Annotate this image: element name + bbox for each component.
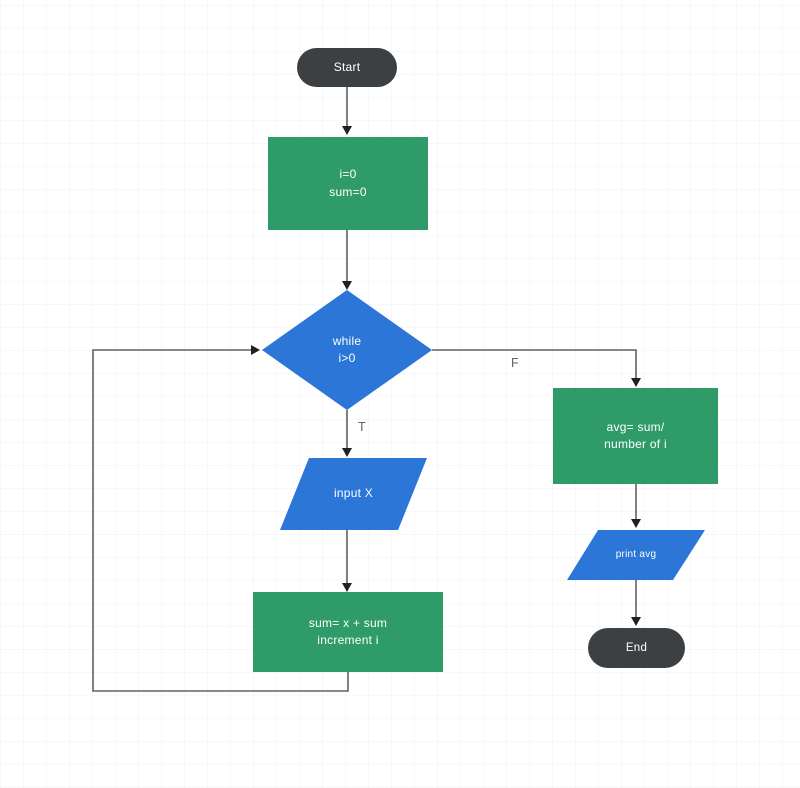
io-input-x-label: input X bbox=[333, 486, 374, 501]
process-accumulate-line1: sum= x + sum bbox=[308, 615, 388, 630]
process-init-line2: sum=0 bbox=[329, 184, 367, 199]
io-print-avg-label: print avg bbox=[615, 548, 657, 560]
arrowhead-init-while bbox=[342, 281, 352, 290]
arrowhead-while-input bbox=[342, 448, 352, 457]
arrowhead-average-print bbox=[631, 519, 641, 528]
arrowhead-start-init bbox=[342, 126, 352, 135]
terminator-start[interactable]: Start bbox=[297, 48, 397, 87]
edge-label-true: T bbox=[358, 420, 366, 434]
terminator-end-label: End bbox=[625, 641, 648, 654]
process-init-line1: i=0 bbox=[339, 167, 357, 182]
io-input-x[interactable]: input X bbox=[280, 458, 427, 530]
decision-while-line2: i>0 bbox=[338, 351, 356, 365]
edge-accumulate-while-loop[interactable] bbox=[92, 349, 349, 692]
arrowhead-print-end bbox=[631, 617, 641, 626]
decision-while-line1: while bbox=[332, 333, 362, 348]
process-init[interactable]: i=0 sum=0 bbox=[268, 137, 428, 230]
process-accumulate-line2: increment i bbox=[317, 633, 379, 647]
terminator-end[interactable]: End bbox=[588, 628, 685, 668]
process-average-line1: avg= sum/ bbox=[606, 419, 665, 434]
arrowhead-while-average bbox=[631, 378, 641, 387]
edge-while-average-false[interactable] bbox=[432, 349, 637, 379]
arrowhead-input-accumulate bbox=[342, 583, 352, 592]
edge-label-false: F bbox=[511, 356, 519, 370]
arrowhead-loop-while bbox=[251, 345, 260, 355]
terminator-start-label: Start bbox=[333, 59, 361, 74]
process-accumulate[interactable]: sum= x + sum increment i bbox=[253, 592, 443, 672]
process-average-line2: number of i bbox=[604, 437, 667, 451]
process-average[interactable]: avg= sum/ number of i bbox=[553, 388, 718, 484]
